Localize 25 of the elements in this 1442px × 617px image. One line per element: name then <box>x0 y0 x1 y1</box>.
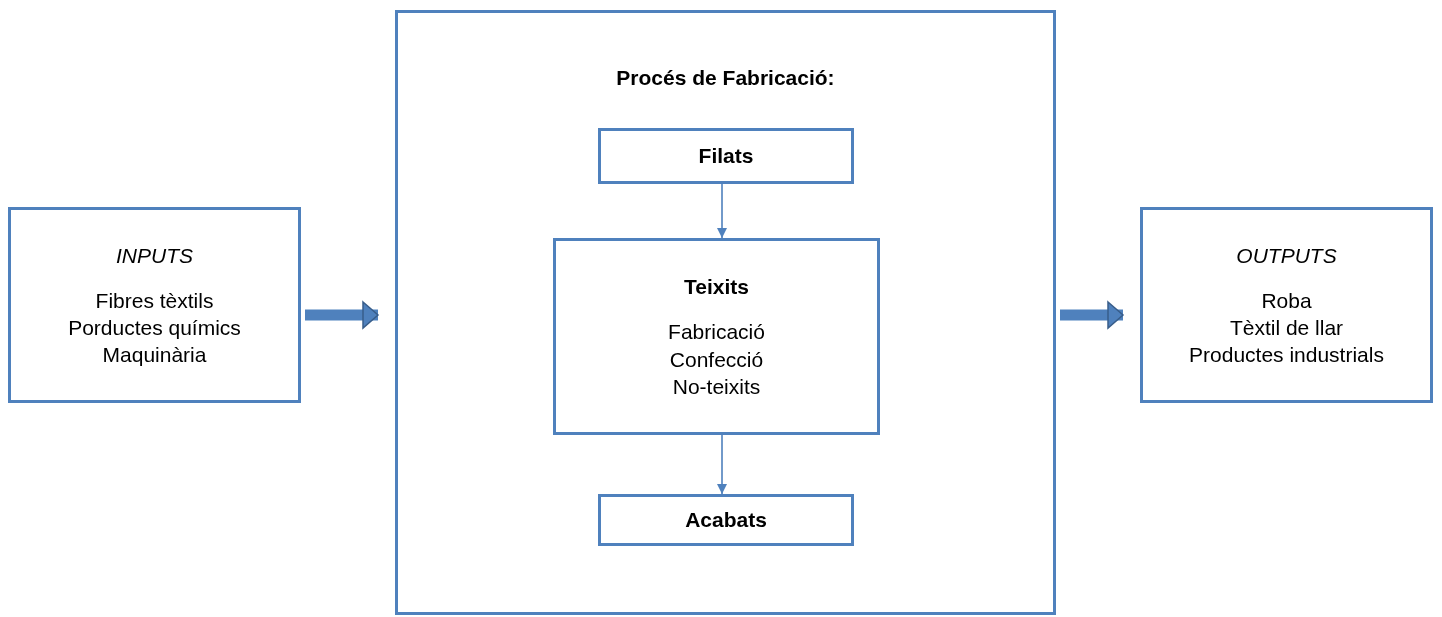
box-label: Acabats <box>685 507 767 533</box>
process-box <box>598 494 854 546</box>
list-item: Porductes químics <box>68 315 241 341</box>
list-item: Maquinària <box>102 342 207 368</box>
frame-title: Procés de Fabricació: <box>616 65 835 91</box>
list-item: Productes industrials <box>1189 342 1384 368</box>
list-item: Tèxtil de llar <box>1229 315 1344 341</box>
list-item: Fabricació <box>668 319 765 345</box>
list-item: Confecció <box>669 346 764 372</box>
arrow <box>717 183 727 239</box>
arrow <box>717 434 727 495</box>
process-box <box>8 207 301 403</box>
list-item: No-teixits <box>672 373 761 399</box>
process-frame <box>395 10 1056 615</box>
box-heading: INPUTS <box>116 242 193 268</box>
block-arrow <box>305 301 379 329</box>
process-box <box>553 238 880 435</box>
box-label: Filats <box>698 143 754 169</box>
list-item: Roba <box>1261 287 1312 313</box>
box-heading: OUTPUTS <box>1236 242 1337 268</box>
box-heading: Teixits <box>684 274 749 300</box>
process-box <box>1140 207 1433 403</box>
process-box <box>598 128 854 184</box>
block-arrow <box>1060 301 1124 329</box>
list-item: Fibres tèxtils <box>95 287 214 313</box>
